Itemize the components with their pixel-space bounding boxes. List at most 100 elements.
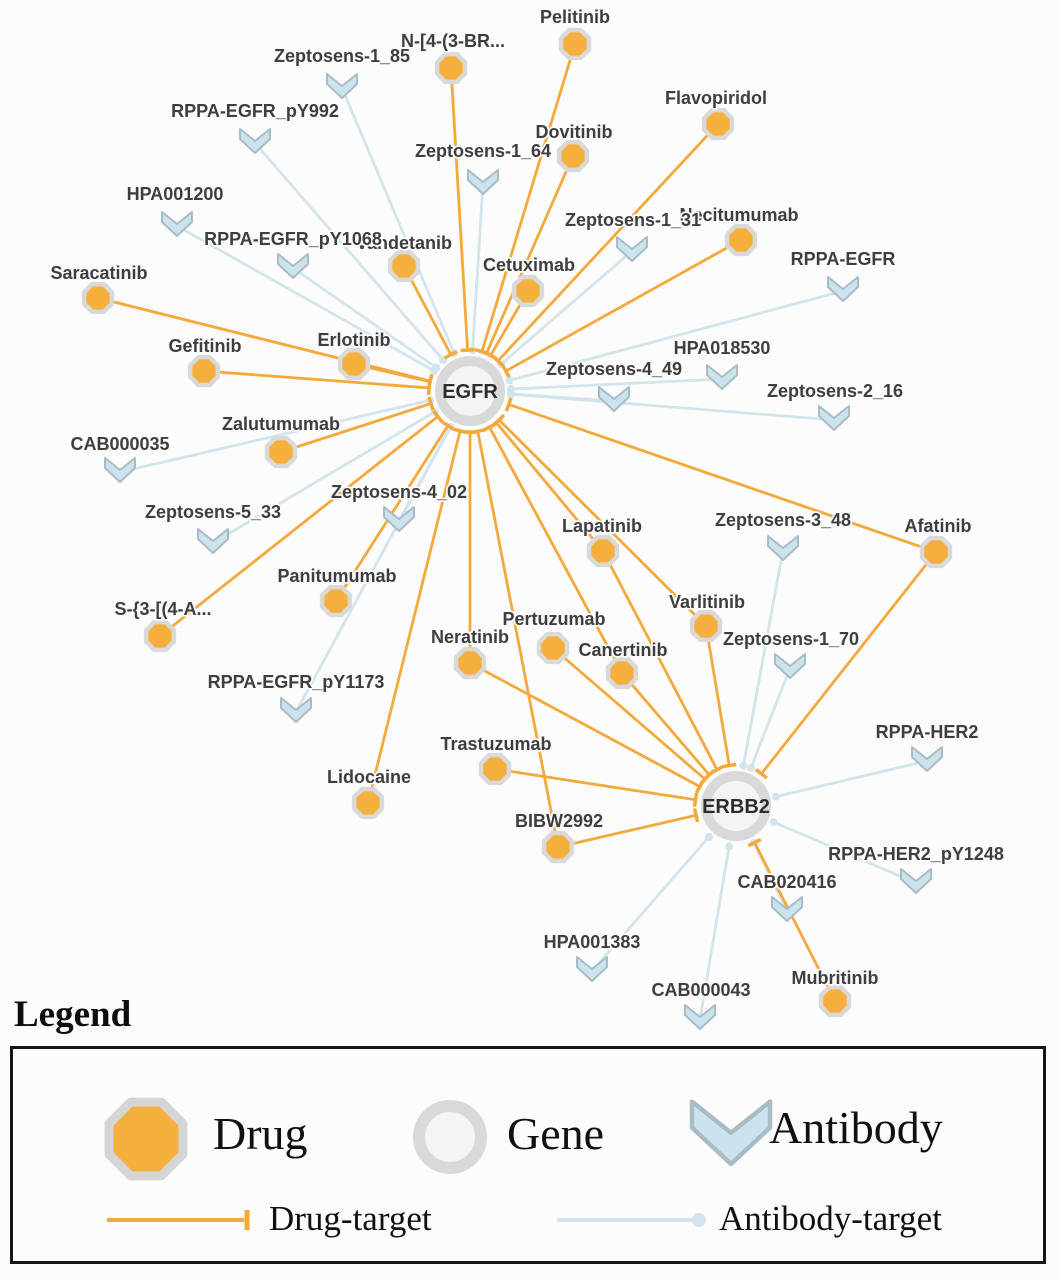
drug-target-edge — [498, 418, 707, 627]
node-label: Afatinib — [905, 516, 972, 536]
drug-target-edge — [469, 661, 701, 788]
drug-node-Pelitinib[interactable] — [558, 27, 592, 61]
drug-edge-endpoint-tee — [482, 422, 497, 432]
drug-target-edge — [496, 123, 720, 362]
drug-target-edge — [485, 155, 575, 355]
antibody-node-CAB020416[interactable] — [771, 896, 803, 922]
antibody-node-RPPA-HER2[interactable] — [911, 746, 943, 772]
drug-target-edge — [557, 813, 697, 849]
antibody-target-edge — [510, 392, 835, 422]
node-label: HPA001383 — [544, 932, 641, 952]
antibody-target-edge — [253, 142, 445, 361]
node-label: Panitumumab — [277, 566, 396, 586]
drug-node-Flavopiridol[interactable] — [701, 107, 735, 141]
drug-node-Mubritinib[interactable] — [818, 984, 852, 1018]
drug-node-Trastuzumab[interactable] — [478, 752, 512, 786]
legend-box: Drug Gene Antibody Drug-target Antibody-… — [10, 1046, 1046, 1264]
node-label: Zeptosens-1_85 — [274, 46, 410, 66]
antibody-node-RPPA-HER2_pY1248[interactable] — [900, 868, 932, 894]
antibody-node-RPPA-EGFR_pY1068[interactable] — [277, 253, 309, 279]
drug-node-Dovitinib[interactable] — [556, 139, 590, 173]
drug-target-edge — [488, 426, 624, 674]
node-label: HPA001200 — [127, 184, 224, 204]
antibody-node-Zeptosens-1_70[interactable] — [774, 653, 806, 679]
node-label: Trastuzumab — [440, 734, 551, 754]
drug-node-Neratinib[interactable] — [453, 646, 487, 680]
antibody-node-HPA001383[interactable] — [576, 956, 608, 982]
node-label: Vandetanib — [356, 233, 452, 253]
drug-node-Saracatinib[interactable] — [81, 281, 115, 315]
drug-node-S-{3-[(4-A...[interactable] — [143, 619, 177, 653]
antibody-node-CAB000043[interactable] — [684, 1004, 716, 1030]
drug-node-Gefitinib[interactable] — [187, 354, 221, 388]
drug-node-Panitumumab[interactable] — [319, 584, 353, 618]
drug-target-edge — [97, 296, 431, 383]
drug-node-N-[4-(3-BR...[interactable] — [434, 51, 468, 85]
drug-target-edge — [480, 43, 577, 353]
node-label: Zeptosens-4_02 — [331, 482, 467, 502]
antibody-edge-endpoint-dot — [746, 763, 755, 772]
drug-edge-endpoint-tee — [427, 396, 435, 411]
drug-edge-endpoint-tee — [699, 772, 711, 786]
gene-node-EGFR[interactable] — [435, 356, 505, 426]
antibody-edge-endpoint-dot — [432, 363, 441, 372]
node-label: BIBW2992 — [515, 811, 603, 831]
drug-node-Erlotinib[interactable] — [337, 347, 371, 381]
drug-target-edge — [494, 767, 696, 802]
node-label: Necitumumab — [679, 205, 798, 225]
drug-edge-endpoint-tee — [722, 762, 737, 769]
drug-node-Pertuzumab[interactable] — [536, 631, 570, 665]
node-label: Dovitinib — [536, 122, 613, 142]
drug-node-Canertinib[interactable] — [605, 656, 639, 690]
antibody-target-edge — [176, 224, 435, 373]
antibody-node-RPPA-EGFR[interactable] — [827, 276, 859, 302]
drug-node-Afatinib[interactable] — [919, 535, 953, 569]
antibody-node-CAB000035[interactable] — [104, 457, 136, 483]
drug-node-Vandetanib[interactable] — [387, 249, 421, 283]
drug-target-edge — [449, 67, 469, 351]
antibody-node-Zeptosens-3_48[interactable] — [767, 535, 799, 561]
drug-node-Lapatinib[interactable] — [586, 534, 620, 568]
antibody-node-Zeptosens-1_31[interactable] — [616, 236, 648, 262]
antibody-node-Zeptosens-4_49[interactable] — [598, 386, 630, 412]
node-label: Zeptosens-4_49 — [546, 359, 682, 379]
drug-node-BIBW2992[interactable] — [541, 830, 575, 864]
drug-edge-endpoint-tee — [460, 347, 475, 353]
antibody-node-Zeptosens-5_33[interactable] — [197, 528, 229, 554]
antibody-edge-endpoint-dot — [739, 761, 748, 770]
drug-edge-endpoint-tee — [443, 349, 458, 360]
node-label: CAB000043 — [651, 980, 750, 1000]
antibody-node-RPPA-EGFR_pY992[interactable] — [239, 128, 271, 154]
node-label: Gefitinib — [169, 336, 242, 356]
drug-node-Varlitinib[interactable] — [689, 609, 723, 643]
node-label: Zeptosens-2_16 — [767, 381, 903, 401]
node-label: Canertinib — [578, 640, 667, 660]
antibody-node-HPA018530[interactable] — [706, 364, 738, 390]
node-label: RPPA-HER2 — [876, 722, 979, 742]
node-label: Mubritinib — [792, 968, 879, 988]
drug-node-Necitumumab[interactable] — [724, 223, 758, 257]
node-label: Zalutumumab — [222, 414, 340, 434]
node-label: Varlitinib — [669, 592, 745, 612]
antibody-edge-endpoint-dot — [769, 818, 778, 827]
drug-node-Cetuximab[interactable] — [511, 274, 545, 308]
antibody-node-Zeptosens-4_02[interactable] — [383, 506, 415, 532]
legend-gene-label: Gene — [507, 1108, 605, 1159]
node-label: Pelitinib — [540, 7, 610, 27]
drug-target-edge — [159, 415, 439, 638]
antibody-node-HPA001200[interactable] — [161, 211, 193, 237]
antibody-target-edge — [698, 846, 731, 1020]
node-label: RPPA-EGFR_pY1173 — [208, 672, 385, 692]
antibody-node-Zeptosens-1_64[interactable] — [467, 169, 499, 195]
antibody-node-Zeptosens-1_85[interactable] — [326, 73, 358, 99]
antibody-node-RPPA-EGFR_pY1173[interactable] — [280, 697, 312, 723]
drug-node-Zalutumumab[interactable] — [264, 435, 298, 469]
gene-node-ERBB2[interactable] — [701, 771, 771, 841]
antibody-node-Zeptosens-2_16[interactable] — [818, 405, 850, 431]
drug-node-Lidocaine[interactable] — [351, 786, 385, 820]
node-label: Zeptosens-1_70 — [723, 629, 859, 649]
legend-drug-target-label: Drug-target — [269, 1199, 432, 1238]
drug-target-edge — [704, 625, 731, 766]
